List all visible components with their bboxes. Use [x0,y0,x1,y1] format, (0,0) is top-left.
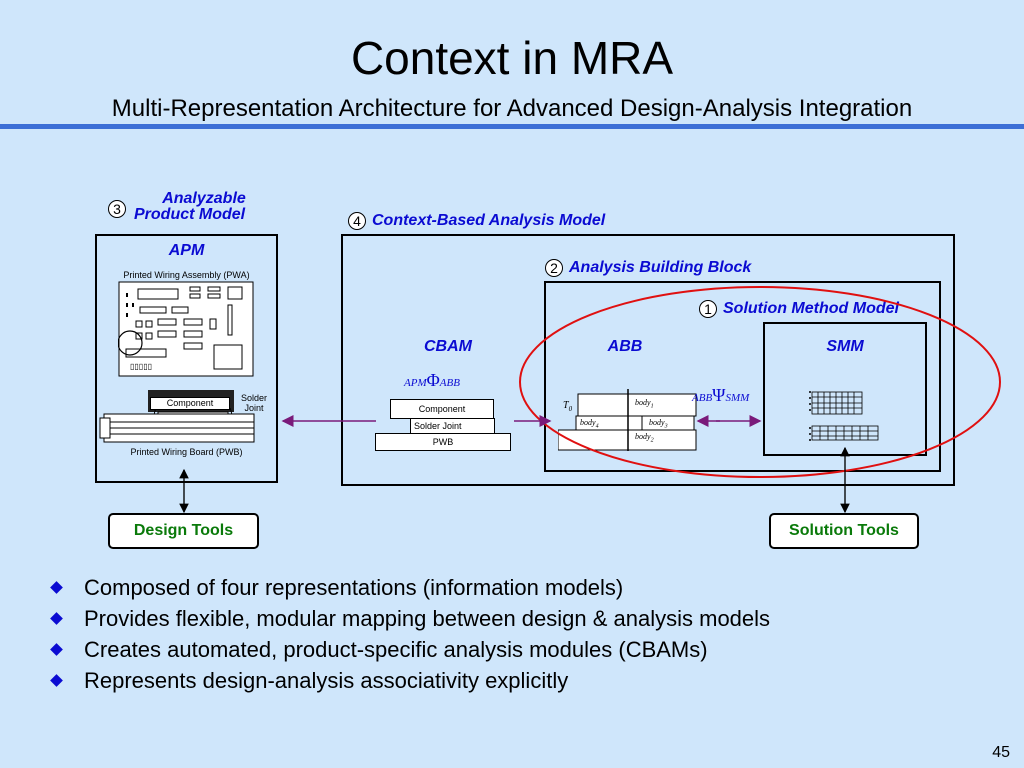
design-tools-box: Design Tools [108,513,259,549]
bullet-diamond-icon [50,581,63,594]
cbam-heading-text: Context-Based Analysis Model [372,212,606,230]
body4-sub: 4 [595,423,599,430]
bullet-text: Provides flexible, modular mapping betwe… [84,606,771,631]
cbam-heading: 4 Context-Based Analysis Model [348,212,605,230]
abb-box [544,281,941,472]
smm-heading: 1 Solution Method Model [699,300,899,318]
body1-label: body1 [635,398,654,410]
page-title: Context in MRA [350,32,674,84]
body3-sub: 3 [664,423,668,430]
apm-solder-joint-line1: Solder [240,393,267,403]
t0-text: T [563,400,569,411]
apm-abb-map-label: APMΦABB [404,370,460,391]
bullet-item: Creates automated, product-specific anal… [48,634,770,665]
abb-block-heading: 2 Analysis Building Block [545,259,751,277]
abb-block-heading-text: Analysis Building Block [569,259,752,277]
abb-smm-map-label: ABBΨSMM [692,385,749,406]
page-number: 45 [992,744,1010,761]
abb-bodies-drawing [558,389,697,451]
cbam-box [341,234,955,486]
solution-tools-box: Solution Tools [769,513,919,549]
smm-mesh-drawing [809,391,879,441]
smm-label: SMM [826,338,864,355]
abb-number-badge: 2 [545,259,563,277]
bullet-text: Creates automated, product-specific anal… [84,637,708,662]
bullet-item: Composed of four representations (inform… [48,572,770,603]
bullet-diamond-icon [50,674,63,687]
svg-text:▯▯▯▯▯: ▯▯▯▯▯ [130,362,152,371]
bullet-item: Represents design-analysis associativity… [48,665,770,696]
cbam-number-badge: 4 [348,212,366,230]
apm-component-label: Component [150,397,230,410]
bullet-diamond-icon [50,643,63,656]
pwb-side-drawing [99,390,255,443]
apm-label: APM [168,242,205,259]
psi-symbol: Ψ [712,385,726,405]
bullet-item: Provides flexible, modular mapping betwe… [48,603,770,634]
cbam-label: CBAM [424,338,472,355]
cbam-pwb-block: PWB [375,433,511,451]
body3-text: body [649,418,665,427]
smm-heading-text: Solution Method Model [723,300,899,318]
apm-heading-line1: Analyzable [162,190,246,207]
bullet-list: Composed of four representations (inform… [48,572,770,696]
apm-box [95,234,278,483]
map-abb2-text: ABB [692,392,713,404]
map-apm-text: APM [404,377,427,389]
pwb-label: Printed Wiring Board (PWB) [130,447,243,457]
body4-label: body4 [580,418,599,430]
body4-text: body [580,418,596,427]
smm-number-badge: 1 [699,300,717,318]
phi-symbol: Φ [426,370,440,390]
apm-number-badge: 3 [108,200,126,218]
bullet-diamond-icon [50,612,63,625]
bullet-text: Represents design-analysis associativity… [84,668,569,693]
apm-solder-joint-line2: Joint [244,403,264,413]
apm-heading-line2: Product Model [134,206,246,223]
body1-sub: 1 [650,403,654,410]
t0-label: T0 [563,400,572,413]
body2-label: body2 [635,432,654,444]
map-abb-text: ABB [439,377,460,389]
highlight-ellipse [519,286,1001,478]
bullet-text: Composed of four representations (inform… [84,575,624,600]
pwa-label: Printed Wiring Assembly (PWA) [123,270,250,280]
body2-sub: 2 [650,437,654,444]
pwa-board-drawing: ▯▯▯▯▯ [118,281,254,377]
body3-label: body3 [649,418,668,430]
apm-solder-joint-label: Solder Joint [234,393,274,413]
abb-label: ABB [607,338,643,355]
title-divider [0,124,1024,129]
map-smm-text: SMM [725,392,750,404]
body1-text: body [635,398,651,407]
page-subtitle: Multi-Representation Architecture for Ad… [111,95,913,122]
apm-heading: Analyzable 3 Product Model [104,190,274,224]
t0-sub: 0 [568,405,573,413]
body2-text: body [635,432,651,441]
